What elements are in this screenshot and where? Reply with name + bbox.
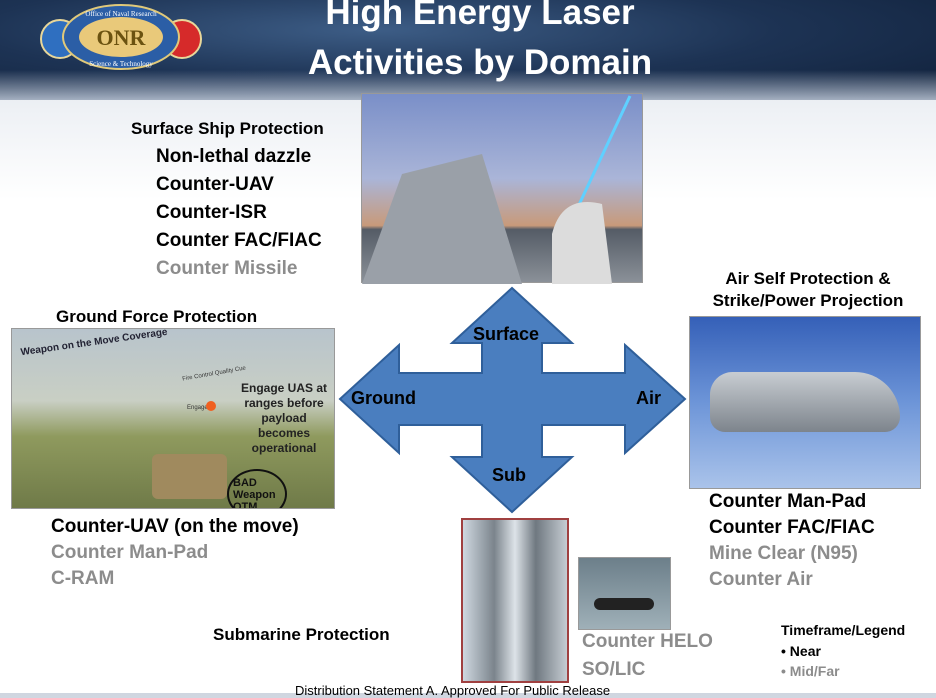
cue-label: Fire Control Quality Cue [181,365,247,383]
air-item: Counter FAC/FIAC [709,517,875,538]
ground-heading: Ground Force Protection [56,307,258,326]
air-item: Counter Air [709,569,813,590]
svg-text:Office of Naval Research: Office of Naval Research [85,10,157,18]
submarine-hull [594,598,654,610]
surface-item: Counter Missile [156,258,298,279]
air-heading: Air Self Protection & Strike/Power Proje… [712,269,904,310]
sub-heading: Submarine Protection [213,625,390,644]
ground-item: C-RAM [51,568,115,589]
domain-cross-arrow [338,286,687,514]
arrow-label-sub: Sub [492,465,526,485]
legend: Timeframe/Legend • Near • Mid/Far [781,622,906,679]
legend-near: Near [789,643,821,659]
arrow-label-ground: Ground [351,388,416,408]
air-item: Mine Clear (N95) [709,543,858,564]
uas-target [206,401,216,411]
surface-list: Non-lethal dazzle Counter-UAV Counter-IS… [156,143,322,283]
coverage-label: Weapon on the Move Coverage [19,328,169,359]
onr-logo: ONR Office of Naval Research Science & T… [40,4,202,70]
sub-item: Counter HELO [582,631,713,652]
legend-title: Timeframe/Legend [781,622,906,638]
surface-item: Non-lethal dazzle [156,146,312,167]
arrow-label-air: Air [636,388,662,408]
ship-laser-image [361,93,643,284]
ground-list: Counter-UAV (on the move) Counter Man-Pa… [51,514,299,592]
surface-item: Counter FAC/FIAC [156,230,322,251]
ground-vehicle-image: Weapon on the Move Coverage Fire Control… [11,328,335,509]
submarine-image [578,557,671,630]
svg-text:Science & Technology: Science & Technology [89,60,153,68]
helicopter-image [689,316,921,489]
slide-title-line1: High Energy Laser [325,0,635,32]
four-way-arrow [338,286,687,514]
legend-far: Mid/Far [789,663,840,679]
sub-list: Counter HELO SO/LIC [582,628,713,684]
svg-text:ONR: ONR [97,25,147,50]
ground-item: Counter-UAV (on the move) [51,516,299,537]
vehicle [152,454,227,499]
surface-heading: Surface Ship Protection [131,119,324,138]
surface-item: Counter-ISR [156,202,267,223]
ground-item: Counter Man-Pad [51,542,209,563]
slide-title-line2: Activities by Domain [307,43,653,82]
surface-item: Counter-UAV [156,174,274,195]
callout-text: Engage UAS at ranges before payload beco… [240,381,327,455]
sub-item: SO/LIC [582,659,646,680]
air-item: Counter Man-Pad [709,491,867,512]
arrow-label-surface: Surface [473,324,540,344]
distribution-statement: Distribution Statement A. Approved For P… [295,683,611,698]
submarine-mast-image [461,518,569,683]
helicopter [710,372,900,432]
air-list: Counter Man-Pad Counter FAC/FIAC Mine Cl… [709,489,875,593]
engage-label: Engage [187,405,208,411]
bad-weapon-label: BAD Weapon OTM [227,469,287,508]
